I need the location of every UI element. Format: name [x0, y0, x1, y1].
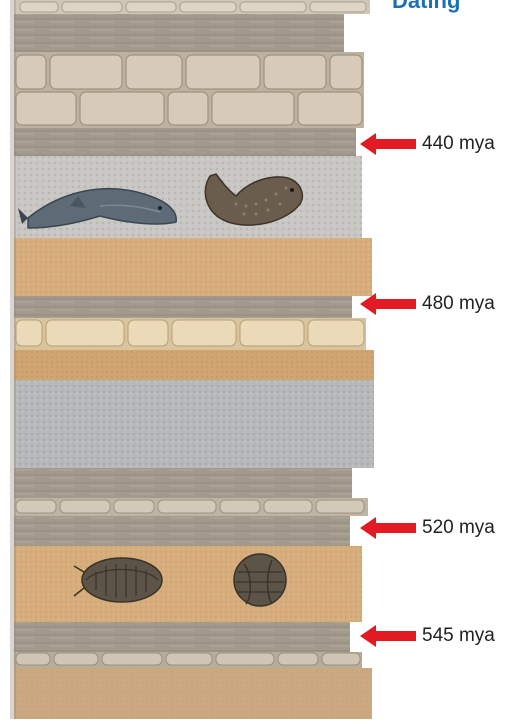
age-label: 480 mya	[422, 293, 495, 315]
left-arrow-icon	[360, 133, 416, 155]
left-arrow-icon	[360, 293, 416, 315]
sandstone-layer-3	[14, 546, 362, 622]
age-marker-480: 480 mya	[360, 289, 495, 319]
age-marker-520: 520 mya	[360, 513, 495, 543]
shale-layer-4	[14, 468, 352, 498]
shale-layer-2	[14, 128, 356, 156]
age-marker-545: 545 mya	[360, 621, 495, 651]
shale-layer-6	[14, 622, 350, 652]
shale-layer-3	[14, 296, 352, 318]
rock-strata	[0, 0, 380, 719]
strata-svg	[0, 0, 380, 719]
sandstone-layer-2	[14, 350, 374, 380]
age-marker-440: 440 mya	[360, 129, 495, 159]
left-arrow-icon	[360, 625, 416, 647]
age-label: 520 mya	[422, 517, 495, 539]
shale-layer-5	[14, 516, 350, 546]
trilobite-fossil-icon	[234, 554, 286, 606]
left-arrow-icon	[360, 517, 416, 539]
age-label: 440 mya	[422, 133, 495, 155]
siltstone-layer	[14, 380, 374, 468]
diagram-heading: Dating	[392, 0, 460, 14]
age-label: 545 mya	[422, 625, 495, 647]
sandstone-layer-1	[14, 238, 372, 296]
shale-layer-1	[14, 14, 344, 52]
